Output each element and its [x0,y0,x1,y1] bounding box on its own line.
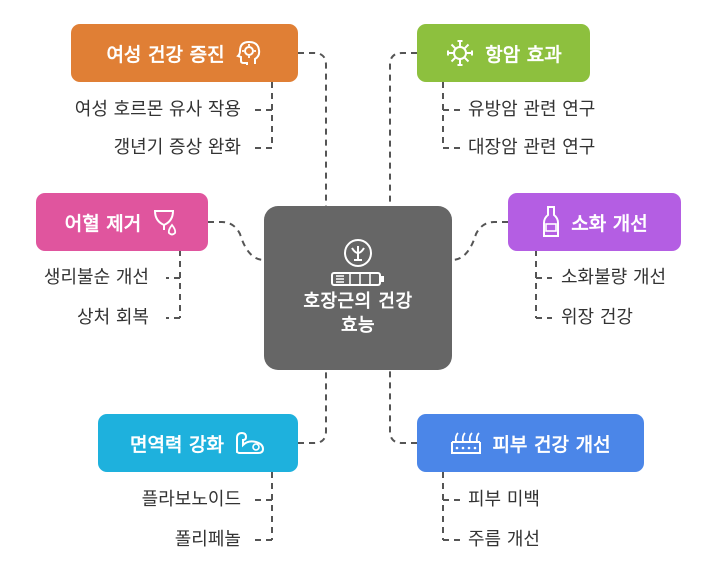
sub-link-womens-health [254,82,273,149]
sub-item-anticancer-2: 대장암 관련 연구 [468,137,596,158]
sub-item-immunity-2: 폴리페놀 [174,529,241,550]
sub-item-anticancer-1: 유방암 관련 연구 [468,99,596,120]
node-label-skin: 피부 건강 개선 [492,433,611,456]
skin-layer-icon [451,432,482,454]
head-idea-icon [235,40,260,65]
sub-item-skin-2: 주름 개선 [468,529,540,550]
virus-icon [447,40,474,66]
sub-link-anticancer [442,82,462,149]
node-womens-health: 여성 건강 증진 [71,24,298,82]
link-digestion [451,221,508,261]
sub-link-blood-stasis [166,250,181,319]
center-title: 호장근의 건강 효능 [303,291,413,336]
node-digestion: 소화 개선 [508,193,681,251]
sub-item-digestion-1: 소화불량 개선 [561,267,667,288]
link-womens-health [298,52,327,206]
node-label-blood-stasis: 어혈 제거 [64,212,142,235]
node-label-immunity: 면역력 강화 [129,433,224,456]
node-blood-stasis: 어혈 제거 [36,193,208,251]
sub-link-immunity [254,472,273,541]
bottle-icon [543,206,560,237]
sub-link-skin [442,472,462,541]
flexed-arm-icon [236,431,265,454]
sub-link-digestion [535,250,552,319]
node-label-womens-health: 여성 건강 증진 [106,43,225,66]
mortar-pestle-icon [344,239,372,267]
node-skin: 피부 건강 개선 [417,414,644,472]
node-label-digestion: 소화 개선 [571,212,648,235]
sub-item-digestion-2: 위장 건강 [561,307,633,328]
sub-item-blood-stasis-1: 생리불순 개선 [43,267,149,288]
sub-item-skin-1: 피부 미백 [468,489,540,510]
link-skin [389,370,417,444]
menstrual-cup-icon [154,210,177,236]
sub-item-blood-stasis-2: 상처 회복 [77,307,149,328]
link-blood-stasis [208,221,265,261]
center-node: 호장근의 건강 효능 [264,206,452,370]
sub-item-womens-health-1: 여성 호르몬 유사 작용 [74,99,241,120]
battery-icon [331,272,384,286]
node-immunity: 면역력 강화 [98,414,298,472]
link-anticancer [389,52,417,206]
node-anticancer: 항암 효과 [417,24,590,82]
node-label-anticancer: 항암 효과 [485,43,562,66]
sub-item-womens-health-2: 갱년기 증상 완화 [113,137,241,158]
sub-item-immunity-1: 플라보노이드 [141,489,241,510]
link-immunity [298,370,327,444]
